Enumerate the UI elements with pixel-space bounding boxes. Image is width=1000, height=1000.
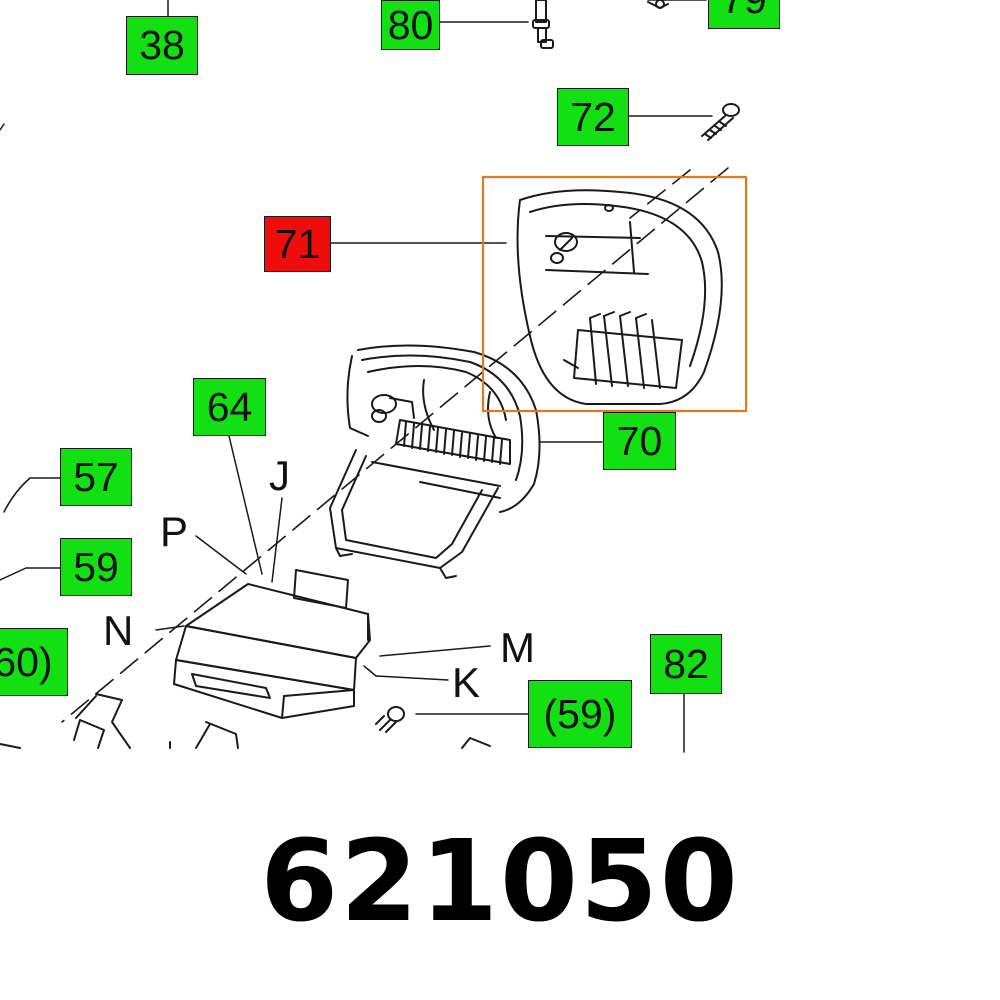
callout-38-label: 38: [139, 22, 185, 68]
callout-70-label: 70: [616, 417, 663, 464]
callout-59-label: 59: [73, 543, 119, 590]
filter-64-drawing: [173, 569, 371, 719]
callout-64-label: 64: [206, 383, 253, 430]
callout-79[interactable]: 79: [708, 0, 780, 29]
callout-80-label: 80: [387, 1, 434, 48]
screw-80-drawing: [532, 0, 554, 49]
letter-j: J: [269, 452, 290, 499]
callout-59[interactable]: 59: [60, 538, 132, 596]
callout-64[interactable]: 64: [193, 378, 266, 436]
callout-71[interactable]: 71: [264, 216, 331, 272]
housing-70-drawing: [329, 344, 541, 579]
callout-59-ref[interactable]: (59): [528, 680, 632, 748]
callout-82[interactable]: 82: [650, 634, 722, 694]
callout-57-label: 57: [73, 453, 119, 500]
callout-70[interactable]: 70: [603, 412, 676, 470]
callout-60-ref[interactable]: 60): [0, 628, 68, 696]
part-number: 621050: [260, 817, 740, 947]
selection-box-part-71: [481, 175, 748, 413]
callout-72[interactable]: 72: [557, 88, 629, 146]
callout-38[interactable]: 38: [126, 16, 198, 75]
letter-m: M: [500, 624, 535, 671]
callout-82-label: 82: [663, 640, 709, 687]
callout-60-ref-label: 60): [0, 638, 53, 685]
end-cap-71-drawing: [516, 189, 723, 405]
letter-k: K: [452, 659, 481, 706]
lower-parts-drawing: [0, 693, 491, 749]
callout-80[interactable]: 80: [381, 0, 440, 50]
letter-n: N: [103, 607, 134, 654]
callout-72-label: 72: [570, 93, 616, 140]
callout-57[interactable]: 57: [60, 448, 132, 506]
leader-lines: [0, 0, 713, 753]
screw-59-drawing: [375, 706, 405, 733]
callout-59-ref-label: (59): [543, 690, 617, 737]
callout-71-label: 71: [274, 220, 321, 267]
letter-p: P: [160, 508, 189, 555]
callout-79-label: 79: [721, 0, 767, 20]
screw-72-drawing: [701, 103, 740, 141]
screw-79-drawing: [647, 0, 669, 9]
